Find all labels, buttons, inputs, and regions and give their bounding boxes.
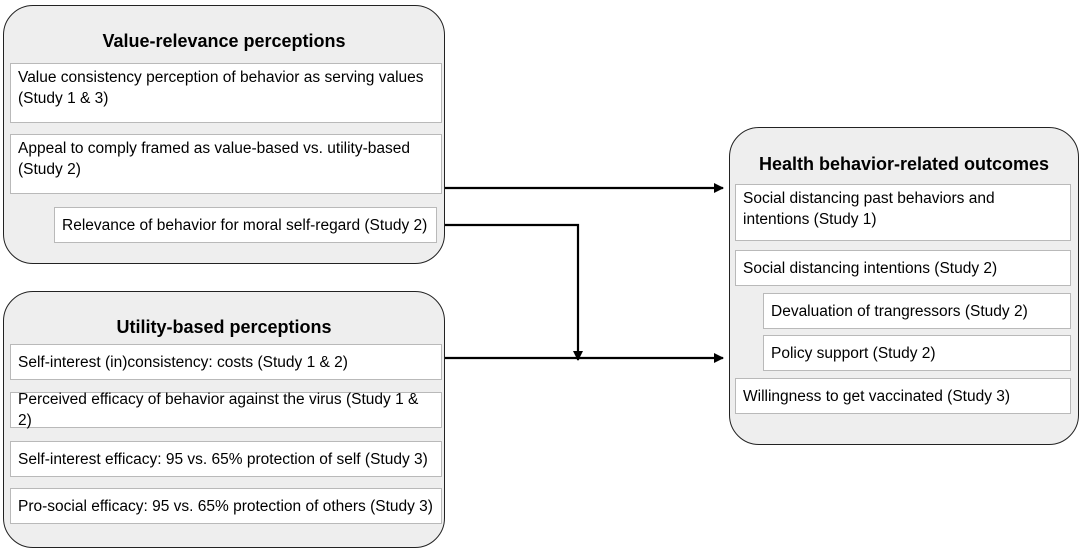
outcome-item-devaluation: Devaluation of trangressors (Study 2) — [763, 293, 1071, 329]
outcomes-title: Health behavior-related outcomes — [758, 154, 1050, 174]
utility-item-prosocial-efficacy: Pro-social efficacy: 95 vs. 65% protecti… — [10, 488, 442, 524]
value-item-consistency: Value consistency perception of behavior… — [10, 63, 442, 123]
utility-item-costs: Self-interest (in)consistency: costs (St… — [10, 344, 442, 380]
value-relevance-title: Value-relevance perceptions — [102, 31, 346, 51]
outcome-item-vaccination: Willingness to get vaccinated (Study 3) — [735, 378, 1071, 414]
outcome-item-past-behaviors: Social distancing past behaviors and int… — [735, 184, 1071, 241]
outcome-item-intentions: Social distancing intentions (Study 2) — [735, 250, 1071, 286]
outcome-item-policy-support: Policy support (Study 2) — [763, 335, 1071, 371]
utility-group: Utility-based perceptions Self-interest … — [3, 291, 445, 548]
utility-item-self-efficacy: Self-interest efficacy: 95 vs. 65% prote… — [10, 441, 442, 477]
utility-title: Utility-based perceptions — [116, 317, 332, 337]
moral-moderation-arrow — [445, 223, 583, 361]
value-item-appeal: Appeal to comply framed as value-based v… — [10, 134, 442, 194]
value-relevance-group: Value-relevance perceptions Value consis… — [3, 5, 445, 264]
utility-item-efficacy: Perceived efficacy of behavior against t… — [10, 391, 442, 429]
value-item-moral-self-regard: Relevance of behavior for moral self-reg… — [54, 207, 437, 243]
outcomes-group: Health behavior-related outcomes Social … — [729, 127, 1079, 445]
